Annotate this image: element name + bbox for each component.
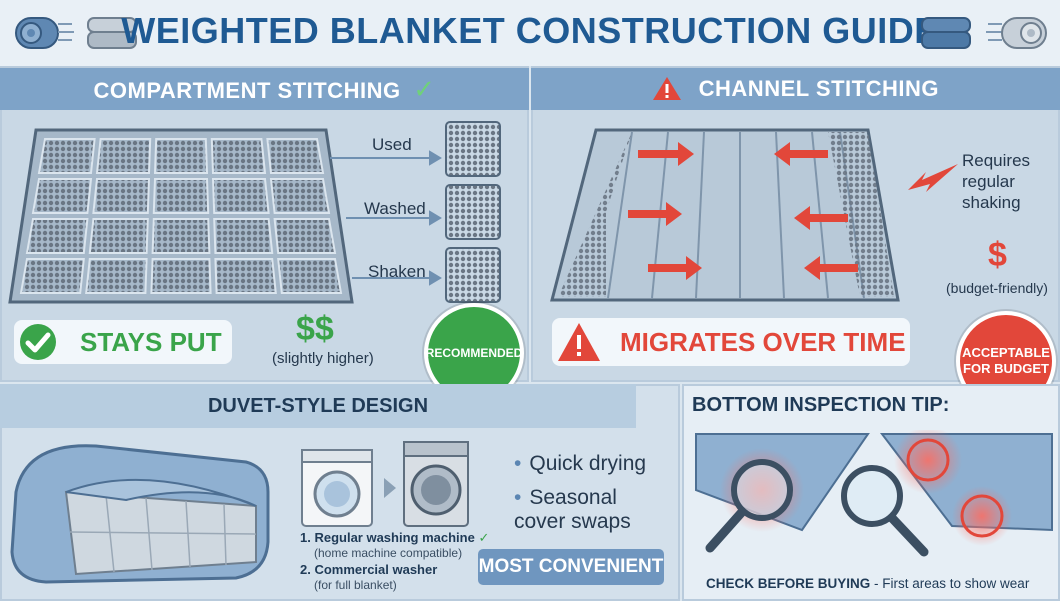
compartment-cell (153, 138, 209, 174)
compartment-cell (150, 258, 212, 294)
callout-used: Used (372, 135, 412, 154)
inspection-illustration (695, 430, 1053, 557)
compartment-cell (266, 138, 325, 174)
stays-put-label: STAYS PUT (14, 320, 232, 364)
option-commercial-washer-note: (for full blanket) (314, 578, 397, 592)
compartment-cell (273, 218, 337, 254)
price-low-note: (budget-friendly) (946, 280, 1048, 296)
callout-washed: Washed (364, 199, 426, 218)
compartment-cell (88, 218, 149, 254)
check-icon: ✓ (478, 530, 490, 545)
migrates-label: MIGRATES OVER TIME (552, 318, 910, 366)
rolled-blanket-icon (986, 17, 1047, 49)
inspection-caption-bold: CHECK BEFORE BUYING (706, 576, 871, 591)
channel-title: CHANNEL STITCHING (698, 76, 939, 101)
inspection-title: BOTTOM INSPECTION TIP: (692, 394, 950, 416)
inspection-caption-rest: - First areas to show wear (870, 576, 1030, 591)
channel-note: Requires regular shaking (962, 151, 1031, 212)
compartment-cell (211, 178, 270, 214)
option-commercial-washer: 2. Commercial washer (300, 562, 438, 577)
compartment-cell (214, 258, 277, 294)
washing-machine-icons (301, 441, 469, 527)
price-high-note: (slightly higher) (272, 350, 374, 367)
check-circle-icon (20, 324, 56, 360)
header (0, 0, 1060, 66)
compartment-cell (210, 138, 267, 174)
option-regular-washer: 1. Regular washing machine ✓ (300, 530, 490, 545)
compartment-cell (92, 178, 151, 214)
compartment-cell (151, 218, 211, 254)
price-low: $ (988, 236, 1007, 274)
duvet-blanket-illustration (10, 444, 270, 584)
migrates-text: MIGRATES OVER TIME (620, 326, 906, 357)
folded-blanket-icon (87, 17, 137, 49)
compartment-cell (213, 218, 274, 254)
callout-shaken: Shaken (368, 262, 426, 281)
inspection-caption: CHECK BEFORE BUYING - First areas to sho… (706, 576, 1029, 591)
option-regular-washer-note: (home machine compatible) (314, 546, 463, 560)
compartment-cell (25, 218, 89, 254)
compartment-cell (31, 178, 93, 214)
page-title: WEIGHTED BLANKET CONSTRUCTION GUIDE (121, 10, 939, 51)
duvet-title: DUVET-STYLE DESIGN (207, 395, 429, 417)
stays-put-text: STAYS PUT (80, 326, 222, 357)
magnifier-icon (841, 465, 929, 557)
compartment-cell (152, 178, 210, 214)
compartment-title: COMPARTMENT STITCHING (93, 78, 401, 103)
compartment-blanket-illustration (8, 128, 354, 304)
compartment-cell (19, 258, 85, 294)
benefit-seasonal-swaps: Seasonal cover swaps (514, 486, 664, 534)
channel-title-bar: CHANNEL STITCHING (531, 68, 1060, 110)
duvet-title-bar: DUVET-STYLE DESIGN (0, 384, 636, 428)
benefit-quick-drying: Quick drying (514, 452, 646, 476)
warning-icon (653, 77, 682, 100)
compartment-cell (269, 178, 331, 214)
folded-blanket-icon (921, 17, 971, 49)
check-icon: ✓ (413, 74, 436, 104)
compartment-cell (37, 138, 96, 174)
callout-arrows (330, 121, 501, 303)
price-high: $$ (296, 310, 334, 348)
rolled-blanket-icon (15, 17, 74, 49)
magnifier-icon (705, 459, 793, 553)
compartment-cell (95, 138, 152, 174)
warning-icon (558, 323, 600, 361)
most-convenient-badge: MOST CONVENIENT (478, 549, 664, 585)
pointer-arrow-icon (908, 164, 958, 192)
compartment-cell (277, 258, 343, 294)
compartment-title-bar: COMPARTMENT STITCHING ✓ (0, 68, 529, 110)
channel-blanket-illustration (550, 128, 900, 302)
compartment-cell (85, 258, 148, 294)
